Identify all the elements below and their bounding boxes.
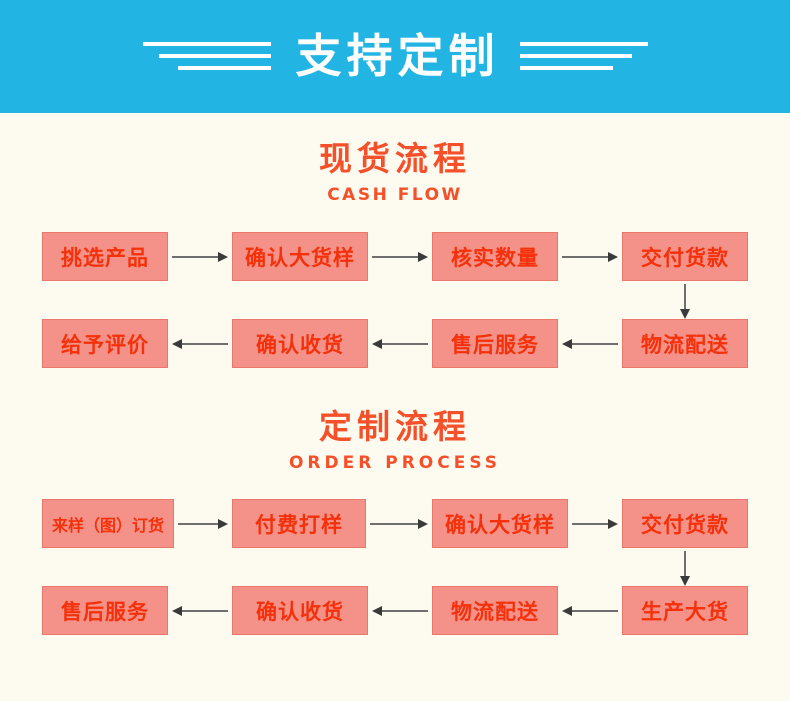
arrow-left-icon bbox=[562, 605, 618, 616]
flow-step-box[interactable]: 售后服务 bbox=[432, 319, 558, 368]
arrow-right-icon bbox=[562, 251, 618, 262]
banner-title: 支持定制 bbox=[295, 28, 500, 83]
flow-step-box[interactable]: 售后服务 bbox=[42, 586, 168, 635]
arrow-left-icon bbox=[172, 605, 228, 616]
arrow-right-icon bbox=[178, 518, 228, 529]
flow-step-box[interactable]: 生产大货 bbox=[622, 586, 748, 635]
flow-step-box[interactable]: 来样（图）订货 bbox=[42, 499, 174, 548]
arrow-right-icon bbox=[572, 518, 618, 529]
section-title-en: ORDER PROCESS bbox=[288, 453, 502, 473]
section-title-cash-flow: 现货流程 CASH FLOW bbox=[0, 142, 790, 204]
flow-step-box[interactable]: 确认大货样 bbox=[232, 232, 368, 281]
section-title-cn: 定制流程 bbox=[319, 407, 471, 446]
flow-step-box[interactable]: 给予评价 bbox=[42, 319, 168, 368]
flow-step-box[interactable]: 交付货款 bbox=[622, 499, 748, 548]
arrow-left-icon bbox=[172, 338, 228, 349]
flow-step-box[interactable]: 付费打样 bbox=[232, 499, 366, 548]
arrow-down-icon bbox=[679, 284, 690, 319]
flow-step-box[interactable]: 核实数量 bbox=[432, 232, 558, 281]
banner-decoration-right-icon bbox=[519, 39, 648, 73]
flow-step-box[interactable]: 确认收货 bbox=[232, 586, 368, 635]
flow-step-box[interactable]: 确认收货 bbox=[232, 319, 368, 368]
banner-decoration-left-icon bbox=[142, 39, 271, 73]
flow-step-box[interactable]: 确认大货样 bbox=[432, 499, 568, 548]
flow-step-box[interactable]: 物流配送 bbox=[622, 319, 748, 368]
section-title-order-process: 定制流程 ORDER PROCESS bbox=[0, 410, 790, 472]
arrow-right-icon bbox=[172, 251, 228, 262]
arrow-down-icon bbox=[679, 551, 690, 586]
arrow-right-icon bbox=[370, 518, 428, 529]
arrow-right-icon bbox=[372, 251, 428, 262]
arrow-left-icon bbox=[372, 338, 428, 349]
section-title-cn: 现货流程 bbox=[319, 139, 471, 178]
page-banner: 支持定制 bbox=[0, 0, 790, 113]
arrow-left-icon bbox=[562, 338, 618, 349]
flow-step-box[interactable]: 物流配送 bbox=[432, 586, 558, 635]
section-title-en: CASH FLOW bbox=[327, 185, 463, 205]
banner-content: 支持定制 bbox=[142, 28, 648, 83]
flow-step-box[interactable]: 挑选产品 bbox=[42, 232, 168, 281]
arrow-left-icon bbox=[372, 605, 428, 616]
flow-step-box[interactable]: 交付货款 bbox=[622, 232, 748, 281]
